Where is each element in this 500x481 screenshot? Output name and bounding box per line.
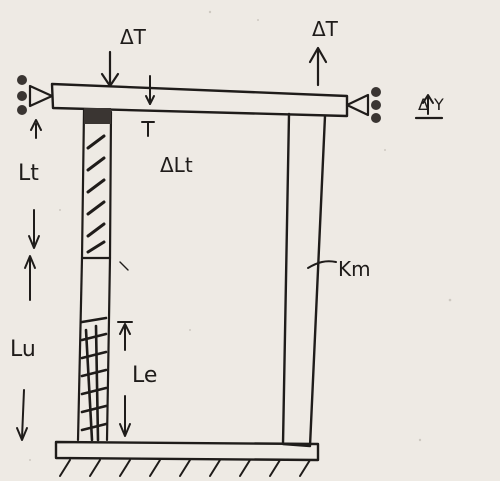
delta-lt-label: ΔLt	[160, 153, 193, 177]
delta-lt-dimension	[141, 75, 155, 137]
right-roller-support	[345, 87, 381, 123]
lt-dimension	[28, 119, 42, 249]
lt-label: Lt	[18, 161, 39, 186]
stray-mark	[119, 261, 129, 271]
delta-t-left-label: ΔT	[120, 25, 147, 49]
base-slab	[54, 440, 320, 462]
delta-y-arrow	[414, 94, 444, 120]
left-roller-support	[17, 75, 54, 115]
delta-t-left-arrow	[100, 50, 120, 88]
ground-hatching	[59, 459, 311, 477]
paper-specks	[29, 10, 452, 461]
lu-label: Lu	[10, 337, 36, 362]
delta-t-right-arrow	[308, 46, 328, 87]
km-leader	[307, 260, 337, 269]
lu-dimension	[16, 255, 36, 441]
km-label: Km	[338, 257, 371, 281]
top-beam	[50, 82, 349, 118]
left-column-upper-hatched	[80, 108, 113, 260]
delta-y-label: Δ Y	[418, 95, 444, 114]
right-column	[281, 112, 327, 448]
left-column-lower	[76, 256, 112, 442]
delta-t-right-label: ΔT	[312, 17, 339, 41]
le-label: Le	[132, 363, 157, 388]
le-dimension	[117, 321, 133, 437]
